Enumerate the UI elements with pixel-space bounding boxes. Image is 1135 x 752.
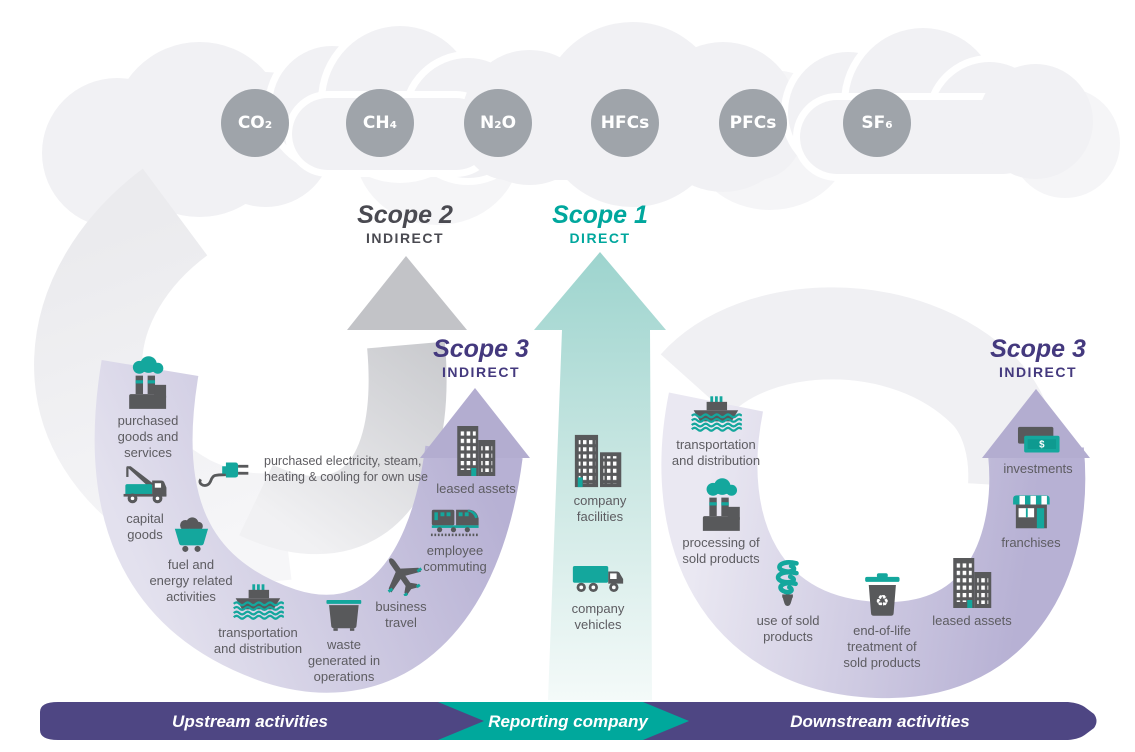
- factory-cloud-icon: [129, 356, 167, 409]
- dumpster-icon: [326, 599, 362, 631]
- scope3-downstream-arrowhead: [982, 389, 1090, 458]
- downstream-item-investments: $ investments: [1003, 424, 1073, 477]
- reporting-item-company-vehicles: company vehicles: [571, 560, 625, 633]
- item-label: capital goods: [126, 511, 164, 542]
- item-label: leased assets: [932, 613, 1012, 628]
- item-label: waste generated in operations: [307, 637, 381, 684]
- item-label: processing of sold products: [682, 535, 760, 566]
- gas-badge-ch4: CH₄: [346, 89, 414, 157]
- gas-label: CO₂: [237, 113, 273, 133]
- money-bills-icon: $: [1017, 426, 1060, 453]
- footer-reporting-label: Reporting company: [488, 712, 648, 731]
- item-label: business travel: [375, 599, 427, 630]
- factory-cloud-icon: [702, 478, 740, 531]
- upstream-item-employee-commuting: employee commuting: [423, 502, 487, 575]
- upstream-item-transportation: transportation and distribution: [214, 580, 302, 657]
- storefront-icon: [1012, 495, 1050, 529]
- upstream-item-leased-assets: leased assets: [436, 424, 516, 497]
- scope2-arrowhead: [347, 256, 467, 330]
- gas-label: HFCs: [600, 113, 650, 133]
- scope3-downstream-title: Scope 3: [990, 335, 1086, 363]
- item-label: transportation and distribution: [671, 437, 761, 468]
- footer-upstream-label: Upstream activities: [172, 712, 328, 731]
- upstream-item-business-travel: business travel: [375, 554, 427, 631]
- item-label: investments: [1003, 461, 1073, 476]
- note-label: purchased electricity, steam, heating & …: [264, 454, 428, 484]
- gas-label: CH₄: [362, 113, 398, 133]
- item-label: purchased goods and services: [117, 413, 179, 460]
- cloud-shape: [978, 64, 1093, 179]
- mine-cart-icon: [174, 517, 208, 552]
- footer-upstream-bar: [40, 702, 484, 740]
- footer-reporting-bar: [432, 702, 689, 740]
- scope2-arrow-shaft: [239, 341, 447, 555]
- gas-badge-hfcs: HFCs: [591, 89, 659, 157]
- item-label: franchises: [1001, 535, 1061, 550]
- scope3-downstream-type: INDIRECT: [998, 364, 1078, 381]
- item-label: end-of-life treatment of sold products: [843, 623, 921, 670]
- train-icon: [430, 509, 480, 537]
- scope3-upstream-type: INDIRECT: [441, 364, 521, 381]
- scope2-type: INDIRECT: [365, 230, 445, 247]
- scope3-upstream-label: Scope 3 INDIRECT: [433, 335, 529, 381]
- upstream-item-capital-goods: capital goods: [120, 462, 170, 543]
- gas-badge-sf6: SF₆: [843, 89, 911, 157]
- crane-truck-icon: [123, 466, 167, 504]
- item-label: use of sold products: [756, 613, 820, 644]
- company-buildings-icon: [574, 434, 622, 488]
- downstream-item-leased-assets: leased assets: [932, 556, 1012, 629]
- svg-text:♻: ♻: [875, 592, 889, 610]
- scope3-downstream-label: Scope 3 INDIRECT: [990, 335, 1086, 381]
- item-label: company facilities: [573, 493, 627, 524]
- item-label: transportation and distribution: [213, 625, 303, 656]
- gas-badge-pfcs: PFCs: [719, 89, 787, 157]
- gas-badge-co2: CO₂: [221, 89, 289, 157]
- gas-label: SF₆: [861, 113, 893, 133]
- power-plug-icon: [198, 462, 249, 487]
- upstream-item-waste: waste generated in operations: [308, 592, 380, 685]
- footer-downstream-bar: [600, 702, 1097, 740]
- item-label: leased assets: [436, 481, 516, 496]
- scope1-label: Scope 1 DIRECT: [552, 201, 648, 247]
- airplane-icon: [387, 558, 422, 596]
- item-label: company vehicles: [571, 601, 625, 632]
- reporting-item-company-facilities: company facilities: [571, 432, 629, 525]
- gas-badge-n2o: N₂O: [464, 89, 532, 157]
- gas-label: N₂O: [479, 113, 517, 133]
- footer-downstream-label: Downstream activities: [790, 712, 970, 731]
- downstream-item-franchises: franchises: [1001, 488, 1061, 551]
- downstream-item-end-of-life: ♻ end-of-life treatment of sold products: [843, 570, 921, 671]
- purchased-electricity-note: purchased electricity, steam, heating & …: [197, 452, 428, 488]
- office-building-icon: [953, 558, 991, 608]
- cargo-ship-icon: [691, 396, 742, 432]
- item-label: fuel and energy related activities: [149, 557, 233, 604]
- scope3-upstream-title: Scope 3: [433, 335, 529, 363]
- gas-label: PFCs: [729, 113, 777, 133]
- cargo-ship-icon: [233, 584, 284, 620]
- scope1-type: DIRECT: [569, 230, 631, 247]
- item-label: employee commuting: [423, 543, 487, 574]
- scope2-label: Scope 2 INDIRECT: [357, 201, 453, 247]
- scope1-title: Scope 1: [552, 201, 648, 229]
- cfl-bulb-icon: [776, 560, 800, 606]
- downstream-item-processing: processing of sold products: [682, 478, 760, 567]
- svg-text:$: $: [1039, 440, 1045, 451]
- recycle-bin-icon: ♻: [864, 573, 900, 616]
- upstream-item-purchased-goods: purchased goods and services: [117, 356, 179, 461]
- scope2-title: Scope 2: [357, 201, 453, 229]
- scope3-upstream-arrowhead: [420, 388, 530, 458]
- downstream-item-use-of-sold: use of sold products: [756, 554, 820, 645]
- upstream-item-fuel-energy: fuel and energy related activities: [149, 514, 233, 605]
- downstream-item-transportation: transportation and distribution: [672, 392, 760, 469]
- delivery-truck-icon: [572, 565, 624, 593]
- office-building-icon: [457, 426, 495, 476]
